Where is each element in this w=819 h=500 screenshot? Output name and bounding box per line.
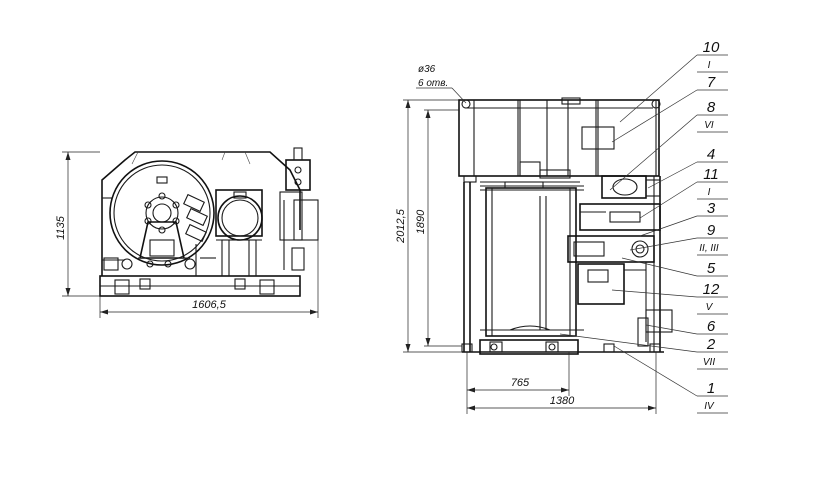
callout-leader <box>639 215 698 237</box>
callout-roman: VII <box>703 357 715 368</box>
callout-leader <box>559 333 698 353</box>
hole-diameter-note: ø36 <box>418 64 436 75</box>
callout-1: 1IV <box>613 345 728 414</box>
callout-7: 7 <box>611 74 728 143</box>
callout-number: 10 <box>703 39 720 56</box>
left-side-view: 1135 1606,5 <box>55 147 319 318</box>
callout-number: 9 <box>707 222 716 239</box>
callout-4: 4 <box>647 146 728 189</box>
coupling-unit <box>579 203 661 231</box>
callout-11: 11I <box>639 166 728 219</box>
motor-front <box>577 263 625 305</box>
drum-circle <box>109 160 215 266</box>
right-front-view: ø36 6 отв. 2012,5 1890 765 1380 <box>395 64 673 414</box>
hole-count-note: 6 отв. <box>418 78 448 89</box>
callout-number: 7 <box>707 74 716 91</box>
callout-3: 3 <box>639 200 728 237</box>
callout-leader <box>647 161 698 189</box>
dim-height-1890-label: 1890 <box>415 209 427 234</box>
callout-9: 9II, III <box>629 222 728 256</box>
callout-6: 6 <box>645 318 728 335</box>
callout-number: 8 <box>707 99 716 116</box>
callout-5: 5 <box>621 257 728 277</box>
callout-number: 12 <box>703 281 720 298</box>
dim-height-label: 1135 <box>55 215 67 240</box>
gearbox-housing <box>101 151 301 276</box>
callout-number: 3 <box>707 200 716 217</box>
callout-leader <box>611 89 698 143</box>
callout-number: 11 <box>703 166 719 183</box>
callout-leader <box>645 324 698 335</box>
callout-leader <box>639 181 698 219</box>
callout-roman: VI <box>704 120 714 131</box>
callout-leader <box>611 289 698 298</box>
callout-leader <box>609 114 698 191</box>
callout-roman: IV <box>704 401 715 412</box>
callout-roman: II, III <box>699 243 719 254</box>
callout-12: 12V <box>611 281 728 315</box>
callout-number: 1 <box>707 380 715 397</box>
dim-width-label: 1606,5 <box>192 299 227 311</box>
base-front <box>479 339 579 355</box>
callout-number: 5 <box>707 260 716 277</box>
callout-roman: I <box>708 60 711 71</box>
callout-number: 4 <box>707 146 715 163</box>
callout-roman: I <box>708 187 711 198</box>
drum-front <box>485 187 577 337</box>
callout-leader <box>629 237 698 251</box>
callout-leader <box>613 345 698 397</box>
top-unit <box>458 99 660 177</box>
callout-number: 6 <box>707 318 716 335</box>
callout-leader <box>619 54 698 123</box>
callout-8: 8VI <box>609 99 728 191</box>
dim-1380-label: 1380 <box>550 395 575 407</box>
callout-number: 2 <box>706 336 716 353</box>
dim-overall-height-label: 2012,5 <box>395 208 407 244</box>
callout-10: 10I <box>619 39 728 123</box>
callout-leader <box>621 257 698 277</box>
dim-765-label: 765 <box>511 377 530 389</box>
callout-roman: V <box>706 302 714 313</box>
